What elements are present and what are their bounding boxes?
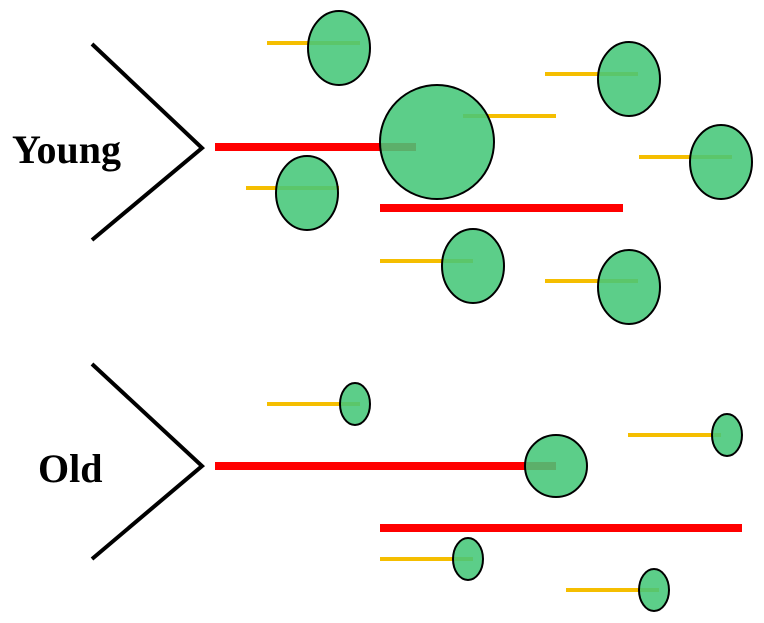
old-ball-1 (339, 382, 371, 426)
old-ball-3 (524, 434, 588, 498)
young-ball-3 (379, 84, 495, 200)
young-ball-5 (275, 155, 339, 231)
old-label: Old (38, 446, 103, 491)
old-panel (90, 362, 743, 612)
old-ball-2 (711, 413, 743, 457)
young-ball-4 (689, 124, 753, 200)
old-ball-5 (638, 568, 670, 612)
young-label: Young (12, 127, 121, 172)
young-ball-7 (597, 249, 661, 325)
young-chevron (90, 42, 206, 242)
young-ball-2 (597, 41, 661, 117)
young-panel (90, 10, 753, 325)
young-ball-6 (441, 228, 505, 304)
old-chevron (90, 362, 206, 561)
young-ball-1 (307, 10, 371, 86)
old-ball-4 (452, 537, 484, 581)
